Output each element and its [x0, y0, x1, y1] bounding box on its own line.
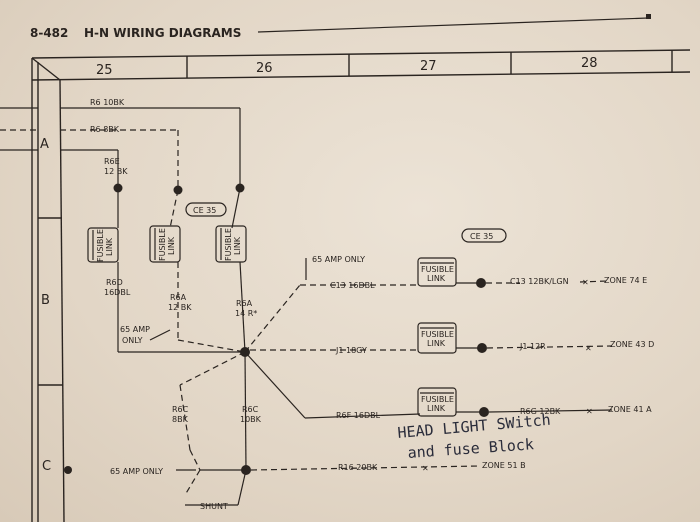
label-shunt: SHUNT — [200, 502, 228, 511]
wire-shunt-a — [184, 469, 201, 496]
label-r6f-16dbl: R6F 16DBL — [336, 411, 381, 420]
zone-ref-51b: ZONE 51 B — [482, 461, 526, 470]
label-r6c-left: R6C — [172, 405, 189, 414]
label-r16-20bk: R16 20BK — [338, 463, 378, 472]
fusible-link-c13: FUSIBLE LINK — [417, 257, 457, 287]
wire-r6-10bk-link — [231, 187, 241, 229]
label-65amp-bottom: 65 AMP ONLY — [110, 467, 163, 476]
ce35-badge-right — [461, 228, 507, 243]
fusible-link-j1-line1: FUSIBLE — [421, 330, 454, 339]
label-r6g: R6G 12BK — [520, 407, 561, 416]
ce35-badge-left — [185, 202, 227, 217]
header-rule-end — [646, 14, 651, 19]
wire-r6c-left-a — [179, 351, 246, 386]
label-r6-10bk: R6 10BK — [90, 98, 125, 107]
wire-r6a-left-to-hub — [177, 339, 246, 353]
fusible-link-j1-line2: LINK — [427, 339, 446, 348]
label-r6a-left: R6A — [170, 293, 187, 302]
wire-r6c-right — [244, 351, 247, 471]
label-65amp-left-1: 65 AMP — [120, 325, 150, 334]
ce35-label-left: CE 35 — [193, 206, 216, 215]
wire-hub-to-r6f — [244, 351, 306, 419]
junction-dot-r6g — [479, 407, 489, 417]
fusible-link-3-line1: FUSIBLE — [224, 228, 233, 261]
row-label-c: C — [42, 459, 51, 474]
fusible-link-c13-line1: FUSIBLE — [421, 265, 454, 274]
fusible-link-r6f-line1: FUSIBLE — [421, 395, 454, 404]
label-j1-18gy: J1 18GY — [335, 346, 367, 355]
fusible-link-1: FUSIBLE LINK — [87, 227, 119, 263]
header-rule — [257, 17, 649, 33]
page-title: H-N WIRING DIAGRAMS — [84, 26, 241, 40]
label-65amp-top: 65 AMP ONLY — [312, 255, 365, 264]
fusible-link-3-line2: LINK — [233, 236, 242, 255]
marker-c13: ✕ — [582, 278, 589, 287]
wire-r16-20bk — [250, 465, 481, 471]
label-r6d: R6D — [106, 278, 123, 287]
fusible-link-3: FUSIBLE LINK — [215, 225, 247, 263]
wire-r6c-left-b — [179, 384, 191, 451]
label-65amp-left-2: ONLY — [122, 336, 143, 345]
fusible-link-2: FUSIBLE LINK — [149, 225, 181, 263]
fusible-link-1-line2: LINK — [105, 237, 114, 256]
fusible-link-2-line2: LINK — [167, 236, 176, 255]
marker-r16: ✕ — [422, 464, 429, 473]
wire-c13-right-b — [579, 280, 609, 283]
row-label-a: A — [40, 137, 49, 152]
fusible-link-2-line1: FUSIBLE — [158, 228, 167, 261]
zone-label-27: 27 — [420, 59, 437, 74]
label-c13-16dbl: C13 16DBL — [330, 281, 375, 290]
label-r6e-gauge: 12 BK — [104, 167, 128, 176]
ce35-label-right: CE 35 — [470, 232, 493, 241]
label-r6c-right: R6C — [242, 405, 259, 414]
wire-r6f-16dbl — [304, 413, 421, 419]
zone-label-26: 26 — [256, 61, 273, 76]
label-r6c-right-gauge: 10BK — [240, 415, 262, 424]
zone-header: 25 26 27 28 — [31, 49, 691, 522]
junction-dot-c13 — [476, 278, 486, 288]
label-r6a-right: R6A — [236, 299, 253, 308]
zone-label-28: 28 — [581, 56, 598, 71]
label-r6e: R6E — [104, 157, 120, 166]
wire-j1-right — [486, 345, 613, 349]
wire-r6a-right — [239, 261, 246, 353]
row-label-b: B — [41, 293, 50, 308]
row-band: A B C — [38, 79, 65, 522]
label-r6c-left-gauge: 8BK — [172, 415, 189, 424]
zone-ref-43d: ZONE 43 D — [610, 340, 654, 349]
wire-r6g-right — [488, 409, 613, 413]
arrow-65amp-left — [149, 329, 171, 341]
label-c13-right: C13 12BK/LGN — [510, 277, 569, 286]
zone-ref-74e: ZONE 74 E — [604, 276, 647, 285]
page-number: 8-482 — [30, 26, 68, 40]
marker-r6g: ✕ — [586, 407, 593, 416]
wire-r6-8bk-link — [169, 189, 179, 229]
zone-label-25: 25 — [96, 63, 113, 78]
marker-j1: ✕ — [585, 344, 592, 353]
fusible-link-r6f: FUSIBLE LINK — [417, 387, 457, 417]
fusible-link-r6f-line2: LINK — [427, 404, 446, 413]
label-r6d-gauge: 16DBL — [104, 288, 131, 297]
junction-dot-left-bottom — [64, 466, 72, 474]
fusible-link-1-line1: FUSIBLE — [96, 229, 105, 262]
wire-r6c-left-c — [189, 449, 201, 471]
label-j1-12r: J1 12R — [519, 342, 546, 351]
junction-dot-j1 — [477, 343, 487, 353]
wire-hub-to-c13 — [244, 284, 301, 353]
label-r6a-left-gauge: 12 BK — [168, 303, 192, 312]
fusible-link-j1: FUSIBLE LINK — [417, 322, 457, 354]
wire-shunt-b — [237, 469, 247, 506]
label-r6-8bk: R6 8BK — [90, 125, 120, 134]
zone-ref-41a: ZONE 41 A — [608, 405, 652, 414]
fusible-link-c13-line2: LINK — [427, 274, 446, 283]
label-r6a-right-gauge: 14 R* — [235, 309, 257, 318]
